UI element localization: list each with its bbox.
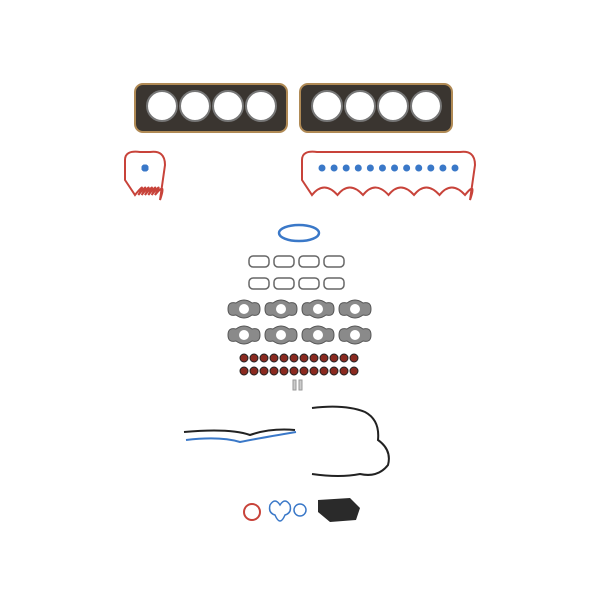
valve-stem-seal — [349, 366, 359, 376]
valve-stem-seal — [239, 366, 249, 376]
cylinder-bore — [344, 90, 376, 122]
spark-plug-seal — [378, 164, 386, 172]
dowel-pins — [292, 379, 303, 391]
head-gaskets — [134, 83, 453, 133]
intake-gasket — [298, 255, 320, 268]
spark-plug-seal — [354, 164, 362, 172]
intake-gasket — [298, 277, 320, 290]
spark-plug-seal — [451, 164, 459, 172]
small-seals — [243, 498, 360, 522]
intake-gaskets — [248, 255, 345, 290]
intake-gasket — [273, 255, 295, 268]
exhaust-port — [239, 330, 249, 340]
valve-stem-seal — [249, 366, 259, 376]
valve-stem-seal — [269, 366, 279, 376]
spark-plug-seal — [439, 164, 447, 172]
timing-cover-gasket — [311, 405, 390, 477]
intake-gasket — [323, 255, 345, 268]
valve-stem-seal — [259, 366, 269, 376]
spark-plug-seal — [318, 164, 326, 172]
cylinder-bore — [245, 90, 277, 122]
valve-stem-seal — [279, 366, 289, 376]
intake-gasket — [248, 255, 270, 268]
cylinder-bore — [146, 90, 178, 122]
valve-stem-seal — [319, 366, 329, 376]
spark-plug-seal — [330, 164, 338, 172]
spark-plug-seal — [403, 164, 411, 172]
exhaust-port — [313, 304, 323, 314]
valve-cover-gasket — [124, 150, 167, 201]
valve-stem-seal — [269, 353, 279, 363]
exhaust-port — [313, 330, 323, 340]
spark-plug-seal — [415, 164, 423, 172]
valve-cover-gaskets — [124, 150, 477, 201]
cylinder-bore — [212, 90, 244, 122]
exhaust-port — [239, 304, 249, 314]
valve-stem-seal — [289, 353, 299, 363]
valve-stem-seal — [279, 353, 289, 363]
exhaust-port — [276, 330, 286, 340]
spark-plug-seal — [366, 164, 374, 172]
spark-plug-seal — [391, 164, 399, 172]
cylinder-bore — [377, 90, 409, 122]
cylinder-bore — [410, 90, 442, 122]
valve-stem-seal — [299, 366, 309, 376]
exhaust-port — [276, 304, 286, 314]
spark-plug-seal — [342, 164, 350, 172]
exhaust-gaskets — [227, 299, 372, 345]
valve-stem-seal — [239, 353, 249, 363]
valve-stem-seal — [249, 353, 259, 363]
intake-gasket — [323, 277, 345, 290]
valve-stem-seal — [299, 353, 309, 363]
oil-pump-oring — [277, 223, 321, 243]
valve-stem-seal — [349, 353, 359, 363]
valve-stem-seal — [339, 353, 349, 363]
exhaust-port — [350, 330, 360, 340]
valve-stem-seal — [309, 353, 319, 363]
intake-gasket — [248, 277, 270, 290]
valve-stem-seal — [329, 353, 339, 363]
valve-stem-seal — [259, 353, 269, 363]
valve-stem-seals — [239, 353, 359, 376]
valve-stem-seal — [319, 353, 329, 363]
valve-stem-seal — [339, 366, 349, 376]
spark-plug-seal — [427, 164, 435, 172]
cylinder-bore — [311, 90, 343, 122]
timing-cover-gaskets-front — [183, 428, 297, 444]
exhaust-port — [350, 304, 360, 314]
valve-stem-seal — [289, 366, 299, 376]
valve-stem-seal — [329, 366, 339, 376]
valve-cover-gasket — [301, 150, 477, 201]
cylinder-bore — [179, 90, 211, 122]
spark-plug-seal — [141, 164, 149, 172]
intake-gasket — [273, 277, 295, 290]
valve-stem-seal — [309, 366, 319, 376]
